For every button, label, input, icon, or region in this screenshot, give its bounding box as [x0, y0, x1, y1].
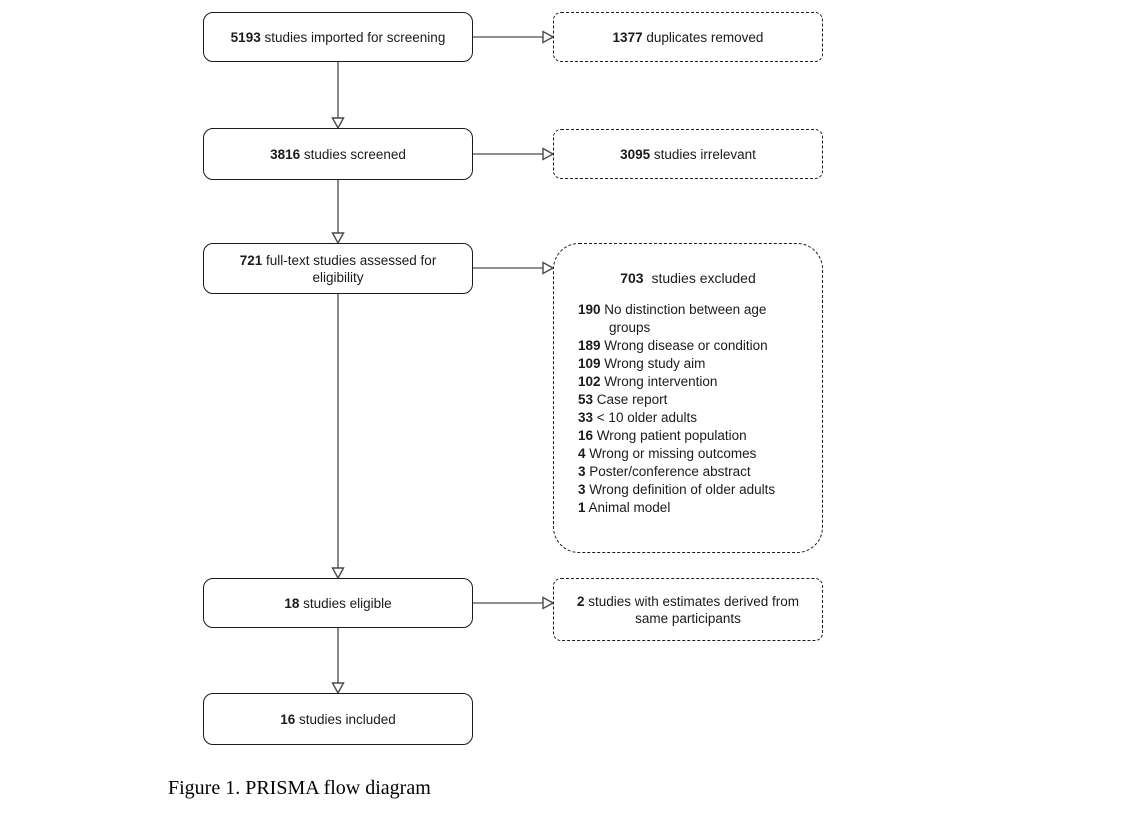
exclusion-reason-count: 102: [578, 374, 601, 389]
exclusion-reason-label: Poster/conference abstract: [589, 464, 751, 479]
studies-screened-label: studies screened: [303, 146, 406, 162]
studies-irrelevant-count: 3095: [620, 146, 651, 162]
box-fulltext-assessed-text: 721 full-text studies assessed for eligi…: [216, 252, 460, 286]
fulltext-assessed-label: full-text studies assessed for eligibili…: [265, 252, 437, 285]
box-studies-irrelevant: 3095 studies irrelevant: [553, 129, 823, 179]
box-studies-eligible: 18 studies eligible: [203, 578, 473, 628]
studies-excluded-label: studies excluded: [651, 270, 756, 286]
exclusion-reason: 1 Animal model: [578, 499, 806, 517]
fulltext-assessed-count: 721: [239, 252, 263, 268]
exclusion-reason-label: Wrong disease or condition: [604, 338, 768, 353]
box-duplicates-removed: 1377 duplicates removed: [553, 12, 823, 62]
box-studies-irrelevant-text: 3095 studies irrelevant: [620, 146, 756, 163]
studies-imported-label: studies imported for screening: [264, 29, 446, 45]
exclusion-reason-count: 3: [578, 482, 586, 497]
exclusion-reason-label: Wrong patient population: [596, 428, 747, 443]
exclusion-reason: 53 Case report: [578, 391, 806, 409]
same-participants-label: studies with estimates derived from same…: [588, 593, 800, 626]
exclusion-reason-count: 4: [578, 446, 586, 461]
box-studies-screened: 3816 studies screened: [203, 128, 473, 180]
exclusion-reason: 102 Wrong intervention: [578, 373, 806, 391]
arrow-fulltext-to-eligible: [331, 294, 345, 580]
exclusion-reason-label: Wrong or missing outcomes: [589, 446, 757, 461]
exclusion-reason: 16 Wrong patient population: [578, 427, 806, 445]
exclusion-reason-label: Wrong definition of older adults: [589, 482, 776, 497]
arrow-screened-to-irrelevant: [473, 147, 555, 161]
exclusion-reason-label: < 10 older adults: [596, 410, 697, 425]
box-duplicates-removed-text: 1377 duplicates removed: [613, 29, 764, 46]
exclusion-reason-label: Case report: [596, 392, 668, 407]
studies-imported-count: 5193: [230, 29, 261, 45]
studies-excluded-header: 703 studies excluded: [570, 270, 806, 287]
box-studies-imported: 5193 studies imported for screening: [203, 12, 473, 62]
exclusion-reason-count: 53: [578, 392, 594, 407]
exclusion-reason: 4 Wrong or missing outcomes: [578, 445, 806, 463]
exclusion-reason-count: 109: [578, 356, 601, 371]
exclusion-reason-label: Animal model: [588, 500, 671, 515]
exclusion-reason: 190 No distinction between age groups: [578, 301, 806, 337]
box-studies-imported-text: 5193 studies imported for screening: [231, 29, 446, 46]
exclusion-reason: 3 Poster/conference abstract: [578, 463, 806, 481]
studies-included-label: studies included: [298, 711, 396, 727]
studies-eligible-label: studies eligible: [303, 595, 392, 611]
exclusion-reason-label: Wrong study aim: [604, 356, 706, 371]
exclusion-reason-label: No distinction between age groups: [604, 302, 767, 335]
exclusion-reason: 109 Wrong study aim: [578, 355, 806, 373]
box-studies-included: 16 studies included: [203, 693, 473, 745]
studies-screened-count: 3816: [270, 146, 301, 162]
exclusion-reason-count: 16: [578, 428, 594, 443]
arrow-eligible-to-same-participants: [473, 596, 555, 610]
arrow-imported-to-screened: [331, 62, 345, 130]
box-studies-included-text: 16 studies included: [280, 711, 396, 728]
exclusion-reason: 189 Wrong disease or condition: [578, 337, 806, 355]
figure-caption: Figure 1. PRISMA flow diagram: [168, 777, 431, 799]
studies-excluded-count: 703: [620, 270, 644, 286]
exclusion-reason-count: 33: [578, 410, 594, 425]
exclusion-reason-count: 190: [578, 302, 601, 317]
arrow-screened-to-fulltext: [331, 180, 345, 245]
duplicates-removed-label: duplicates removed: [646, 29, 764, 45]
studies-included-count: 16: [280, 711, 296, 727]
studies-irrelevant-label: studies irrelevant: [653, 146, 756, 162]
box-fulltext-assessed: 721 full-text studies assessed for eligi…: [203, 243, 473, 294]
box-studies-eligible-text: 18 studies eligible: [284, 595, 391, 612]
same-participants-count: 2: [576, 593, 585, 609]
duplicates-removed-count: 1377: [612, 29, 643, 45]
box-same-participants: 2 studies with estimates derived from sa…: [553, 578, 823, 641]
exclusion-reason: 3 Wrong definition of older adults: [578, 481, 806, 499]
arrow-fulltext-to-excluded: [473, 261, 555, 275]
exclusion-reason-count: 3: [578, 464, 586, 479]
exclusion-reason-count: 1: [578, 500, 586, 515]
arrow-eligible-to-included: [331, 628, 345, 695]
exclusion-reason-label: Wrong intervention: [604, 374, 718, 389]
arrow-imported-to-duplicates: [473, 30, 555, 44]
box-studies-screened-text: 3816 studies screened: [270, 146, 406, 163]
exclusion-reason-count: 189: [578, 338, 601, 353]
box-same-participants-text: 2 studies with estimates derived from sa…: [566, 593, 810, 627]
exclusion-reason: 33 < 10 older adults: [578, 409, 806, 427]
box-studies-excluded: 703 studies excluded 190 No distinction …: [553, 243, 823, 553]
studies-eligible-count: 18: [284, 595, 300, 611]
